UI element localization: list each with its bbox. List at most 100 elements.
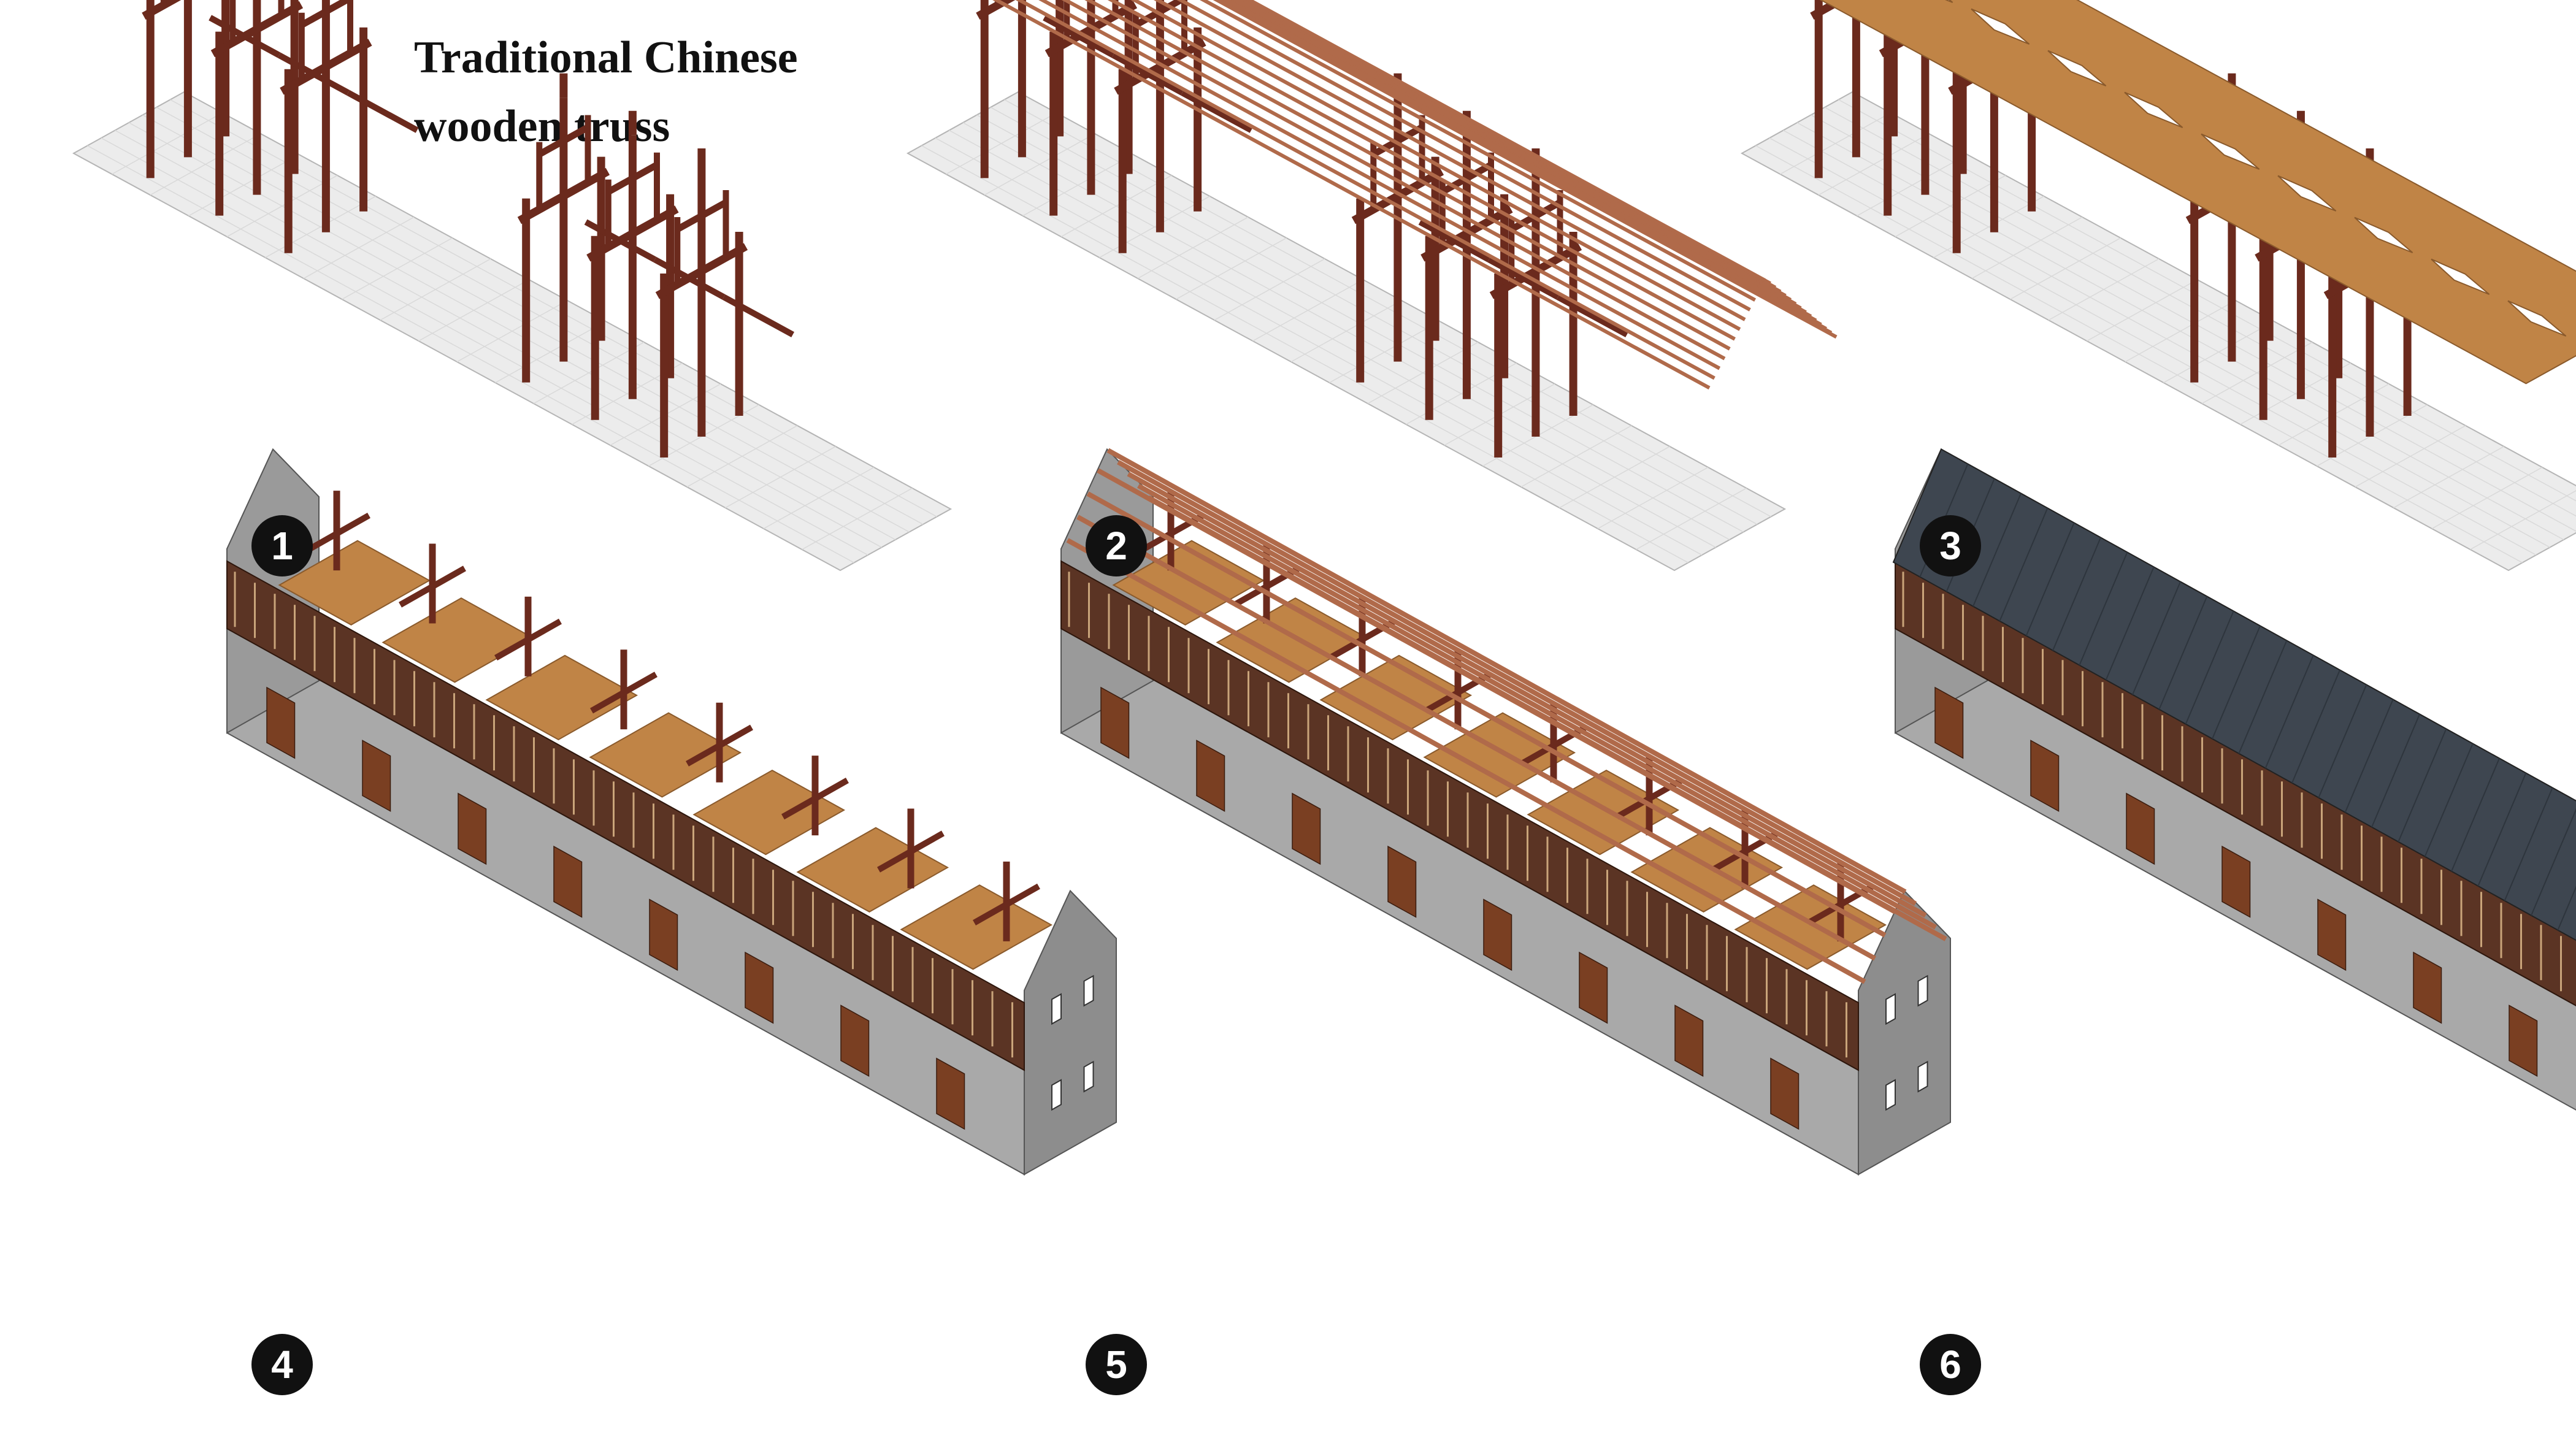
- panel-6-completed-building: [1892, 448, 2576, 1111]
- step-number: 4: [271, 1342, 293, 1387]
- truss-beam: [303, 512, 370, 555]
- door: [2126, 792, 2155, 865]
- bracket-beam: [1556, 294, 1628, 337]
- upper-gallery: [1895, 560, 2576, 1006]
- tie-beam: [1420, 205, 1513, 262]
- tie-beam: [1489, 243, 1582, 299]
- step-badge: 1: [251, 515, 313, 576]
- tie-beam: [537, 124, 590, 158]
- grid-line: [921, 145, 1689, 564]
- window: [1885, 1079, 1896, 1111]
- door: [458, 792, 487, 865]
- floor-bay: [1112, 540, 1265, 626]
- panel-4-walls-and-floors: [226, 448, 1117, 1176]
- tie-beam: [607, 161, 659, 195]
- tie-beam: [1134, 0, 1186, 28]
- panel-5-roof-framing: [1060, 448, 1951, 1176]
- purlin: [1061, 0, 1726, 361]
- bracket-beam: [1181, 90, 1253, 133]
- purlins: [992, 0, 1838, 390]
- truss-beam: [494, 618, 562, 661]
- door: [1292, 792, 1321, 865]
- purlin: [1153, 0, 1746, 321]
- step-badge: 4: [251, 1334, 313, 1395]
- window: [1083, 974, 1094, 1007]
- step-badge-circle: [1086, 515, 1147, 576]
- purlin: [1130, 0, 1741, 331]
- tile-course: [2079, 552, 2128, 666]
- door: [649, 898, 678, 971]
- tie-beam: [1371, 124, 1424, 158]
- grid-line: [101, 137, 868, 556]
- grid-line: [949, 129, 1716, 548]
- step-number: 6: [1939, 1342, 1961, 1387]
- tie-beam: [1351, 167, 1444, 224]
- roof-tile-courses: [1919, 464, 2576, 931]
- tile-course: [2424, 743, 2474, 857]
- truss-frames: [142, 0, 794, 458]
- purlin: [1015, 0, 1715, 380]
- door: [936, 1057, 965, 1130]
- window: [1917, 974, 1928, 1007]
- window: [1051, 1079, 1062, 1111]
- bracket-beam: [347, 90, 419, 133]
- roof-purlin: [1117, 460, 1917, 906]
- stair-opening: [2201, 133, 2260, 170]
- ground-floor-doors: [266, 686, 965, 1130]
- grid-line: [990, 107, 1758, 525]
- door: [1674, 1005, 1704, 1077]
- door: [840, 1005, 870, 1077]
- upper-floor-boards: [278, 540, 1053, 970]
- grid-line: [1783, 129, 2550, 548]
- truss-beam: [590, 672, 657, 714]
- door: [1934, 686, 1964, 759]
- stair-opening: [2124, 91, 2183, 128]
- upper-gallery: [1060, 560, 1859, 1071]
- step-badge-circle: [1086, 1334, 1147, 1395]
- floor-bay: [1319, 654, 1473, 741]
- stair-opening: [1971, 8, 2030, 45]
- roof-purlin: [1127, 472, 1927, 918]
- tile-course: [2344, 699, 2394, 813]
- step-badge: 2: [1086, 515, 1147, 576]
- floor-bay: [900, 884, 1053, 970]
- caption-line-1: Traditional Chinese: [414, 33, 798, 83]
- gallery-lattice: [1902, 572, 2562, 992]
- tile-course: [2557, 886, 2576, 931]
- ground-slab-grid: [87, 99, 937, 564]
- door: [553, 845, 583, 918]
- panel-1-truss-frames: [72, 0, 953, 572]
- tile-course: [2371, 714, 2420, 828]
- floor-bay: [485, 654, 638, 741]
- step-number: 3: [1939, 524, 1961, 568]
- step-badge: 6: [1920, 1334, 1981, 1395]
- roof-purlins: [1066, 448, 1947, 984]
- door: [362, 740, 391, 812]
- bracket-beam: [722, 294, 794, 337]
- window: [1051, 993, 1062, 1025]
- grid-line: [115, 129, 882, 548]
- floor-bay: [1216, 597, 1369, 683]
- door: [2413, 951, 2442, 1024]
- end-wall-windows: [1885, 974, 1928, 1111]
- tile-course: [2158, 596, 2208, 710]
- tile-course: [2052, 537, 2101, 651]
- door: [1196, 740, 1225, 812]
- tie-beam: [1509, 199, 1562, 232]
- step-number: 1: [271, 524, 293, 568]
- purlin: [1200, 0, 1757, 302]
- door: [2509, 1005, 2538, 1077]
- grid-line: [1769, 137, 2537, 556]
- stair-opening: [2507, 300, 2567, 337]
- tile-course: [2132, 581, 2181, 695]
- floor-bay: [381, 597, 535, 683]
- truss-beam: [973, 883, 1040, 926]
- tie-beam: [1441, 161, 1493, 195]
- tile-course: [2504, 787, 2553, 902]
- tile-course: [1972, 493, 2022, 607]
- ground-slab-grid: [921, 99, 1771, 564]
- stair-opening: [1945, 0, 1953, 3]
- stair-opening: [2354, 216, 2413, 253]
- window: [1917, 1060, 1928, 1093]
- tile-course: [2105, 567, 2155, 681]
